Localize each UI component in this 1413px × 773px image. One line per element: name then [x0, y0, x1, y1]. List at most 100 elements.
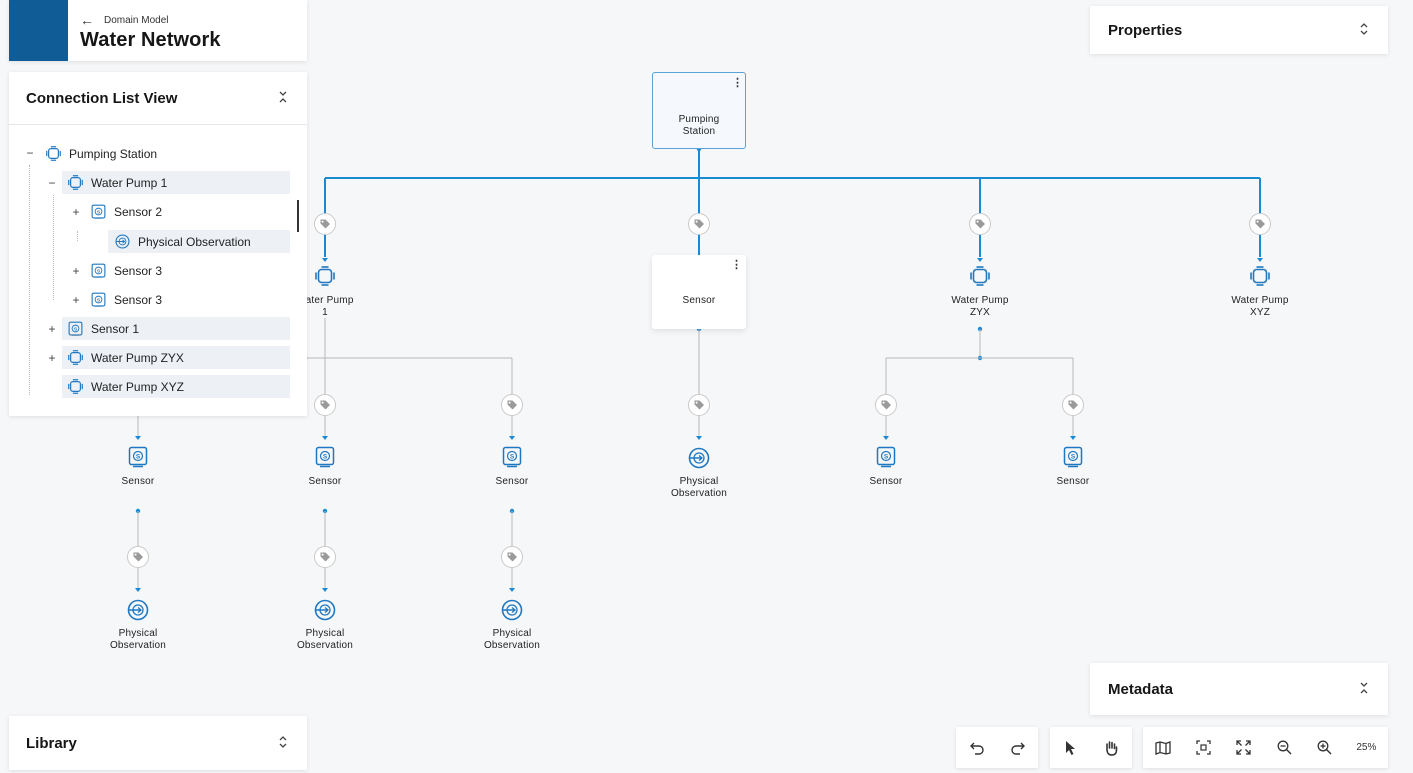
zoom-in-icon[interactable] — [1304, 727, 1344, 768]
arrow-head — [977, 258, 983, 262]
back-arrow-icon[interactable]: ← — [80, 12, 94, 28]
tree-item-label: Sensor 2 — [114, 204, 163, 219]
zoom-level[interactable]: 25% — [1356, 742, 1377, 753]
tree-item-sensor-1[interactable]: Sensor 1 — [62, 317, 290, 340]
collapse-toggle[interactable]: − — [48, 176, 56, 190]
expand-toggle[interactable]: + — [48, 351, 56, 365]
tag-icon — [1062, 394, 1084, 416]
fit-selection-icon[interactable] — [1183, 727, 1223, 768]
redo-icon[interactable] — [997, 727, 1038, 768]
tree-item-label: Physical Observation — [138, 234, 251, 249]
expand-toggle[interactable]: + — [72, 264, 80, 278]
collapse-chevron-icon[interactable] — [275, 91, 291, 106]
tag-icon — [314, 394, 336, 416]
tree-item-water-pump-1[interactable]: Water Pump 1 — [62, 171, 290, 194]
observation-icon — [501, 599, 523, 621]
observation-icon — [314, 599, 336, 621]
tag-icon — [314, 213, 336, 235]
node-label-sensor: Sensor — [869, 476, 903, 487]
tree-item-label: Sensor 1 — [91, 321, 140, 336]
observation-icon — [127, 599, 149, 621]
pump-icon — [1250, 266, 1270, 286]
observation-icon — [115, 234, 130, 249]
sensor-icon — [315, 446, 335, 468]
connection-list-panel: Connection List View − Pumping Station −… — [9, 72, 307, 416]
expand-chevron-icon[interactable] — [275, 735, 291, 751]
sensor-icon — [91, 263, 106, 278]
tree-item-sensor-3b[interactable]: Sensor 3 — [91, 288, 241, 311]
tree-item-label: Sensor 3 — [114, 263, 163, 278]
page-title: Water Network — [80, 29, 221, 51]
tag-icon — [127, 546, 149, 568]
arrow-head — [1070, 436, 1076, 440]
tag-icon — [501, 394, 523, 416]
collapse-chevron-icon[interactable] — [1356, 682, 1372, 697]
node-label-sensor: Sensor — [495, 476, 529, 487]
sensor-icon — [68, 321, 83, 336]
sensor-icon — [1063, 446, 1083, 468]
node-menu-icon[interactable]: ⋮ — [732, 77, 743, 89]
tag-icon — [969, 213, 991, 235]
tree-item-label: Pumping Station — [69, 146, 158, 161]
panel-title: Library — [26, 734, 77, 752]
mode-toolbar — [1050, 727, 1132, 768]
app-logo — [9, 0, 68, 61]
expand-chevron-icon[interactable] — [1356, 22, 1372, 38]
node-sensor-selected[interactable]: ⋮ — [652, 255, 746, 329]
tree-scrollbar[interactable] — [297, 200, 299, 232]
node-label-sensor: Sensor — [1056, 476, 1090, 487]
pointer-select-icon[interactable] — [1050, 727, 1091, 768]
tag-icon — [688, 213, 710, 235]
library-panel[interactable]: Library — [9, 716, 307, 770]
sensor-icon — [502, 446, 522, 468]
pump-icon — [46, 146, 61, 161]
metadata-panel[interactable]: Metadata — [1090, 663, 1388, 715]
node-pumping-station[interactable]: ⋮ — [652, 72, 746, 149]
arrow-head — [1257, 258, 1263, 262]
history-toolbar — [956, 727, 1038, 768]
undo-icon[interactable] — [956, 727, 997, 768]
arrow-head — [322, 588, 328, 592]
tree-item-pumping-station[interactable]: Pumping Station — [42, 142, 292, 165]
arrow-head — [135, 436, 141, 440]
arrow-head — [509, 588, 515, 592]
node-label-sensor: Sensor — [682, 295, 716, 306]
zoom-out-icon[interactable] — [1264, 727, 1304, 768]
sensor-icon — [91, 292, 106, 307]
connection-tree: − Pumping Station − Water Pump 1 + Senso… — [9, 125, 307, 415]
node-menu-icon[interactable]: ⋮ — [731, 259, 742, 271]
node-label-sensor: Sensor — [308, 476, 342, 487]
tree-item-sensor-2[interactable]: Sensor 2 — [91, 200, 241, 223]
expand-toggle[interactable]: + — [72, 205, 80, 219]
tree-item-sensor-3[interactable]: Sensor 3 — [91, 259, 241, 282]
expand-toggle[interactable]: + — [48, 322, 56, 336]
pan-hand-icon[interactable] — [1091, 727, 1132, 768]
panel-title: Connection List View — [26, 89, 178, 107]
tag-icon — [688, 394, 710, 416]
sensor-icon — [128, 446, 148, 468]
tag-icon — [314, 546, 336, 568]
tree-item-label: Water Pump 1 — [91, 175, 168, 190]
tree-item-physical-observation[interactable]: Physical Observation — [108, 230, 290, 253]
pump-icon — [68, 379, 83, 394]
expand-toggle[interactable]: + — [72, 293, 80, 307]
pump-icon — [68, 350, 83, 365]
view-toolbar: 25% — [1143, 727, 1388, 768]
pump-icon — [68, 175, 83, 190]
map-icon[interactable] — [1143, 727, 1183, 768]
properties-panel[interactable]: Properties — [1090, 6, 1388, 54]
collapse-toggle[interactable]: − — [26, 146, 34, 160]
breadcrumb[interactable]: ← Domain Model — [80, 13, 221, 27]
arrow-head — [696, 436, 702, 440]
arrow-head — [322, 436, 328, 440]
tree-item-label: Sensor 3 — [114, 292, 163, 307]
tree-item-water-pump-zyx[interactable]: Water Pump ZYX — [62, 346, 290, 369]
tree-item-water-pump-xyz[interactable]: Water Pump XYZ — [62, 375, 290, 398]
breadcrumb-label[interactable]: Domain Model — [104, 14, 169, 26]
tag-icon — [501, 546, 523, 568]
fullscreen-icon[interactable] — [1224, 727, 1264, 768]
